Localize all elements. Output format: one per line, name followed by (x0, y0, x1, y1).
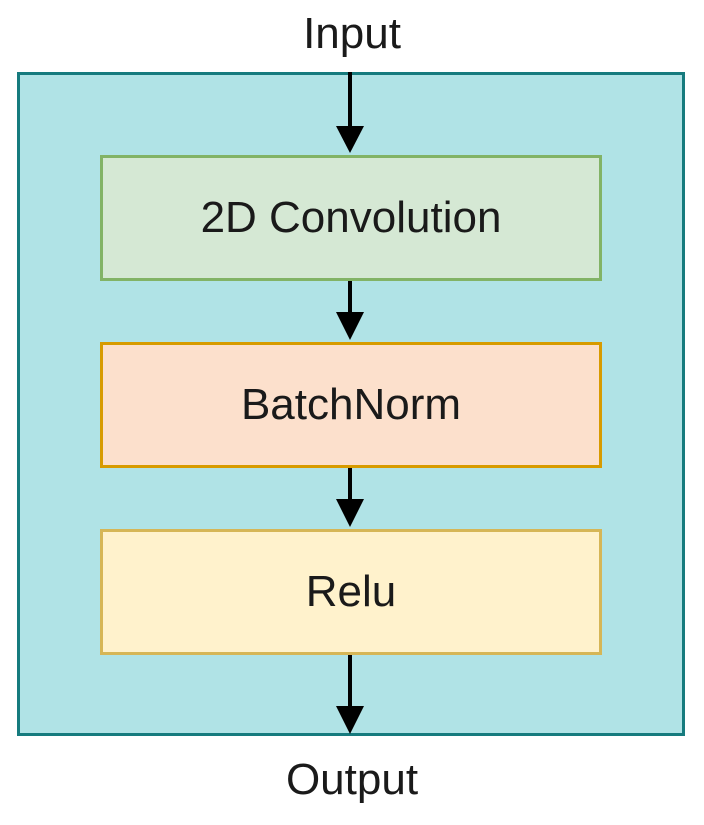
batchnorm-block-label: BatchNorm (240, 380, 462, 429)
conv2d-block: 2D Convolution (100, 155, 602, 281)
output-label: Output (285, 755, 419, 804)
relu-block-label: Relu (305, 567, 397, 616)
batchnorm-block: BatchNorm (100, 342, 602, 468)
conv2d-block-label: 2D Convolution (200, 193, 502, 242)
input-label: Input (303, 9, 401, 58)
relu-block: Relu (100, 529, 602, 655)
